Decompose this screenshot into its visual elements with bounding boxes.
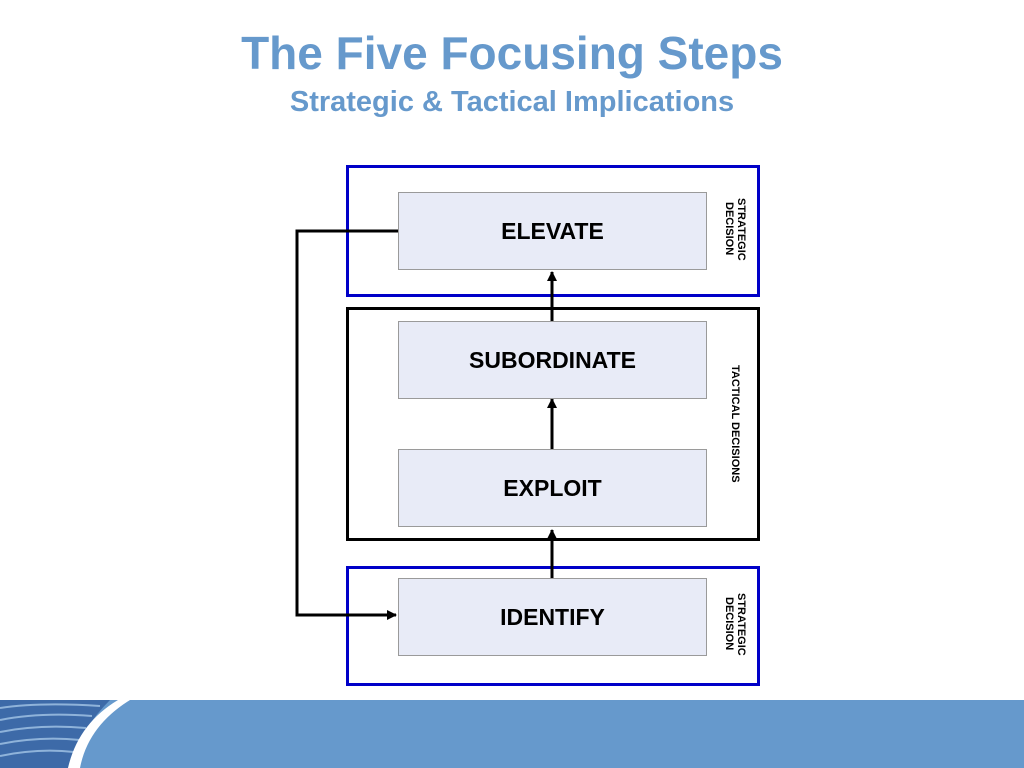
step-subordinate: SUBORDINATE: [398, 321, 707, 399]
feedback-loop-arrow: [295, 229, 398, 620]
page-title: The Five Focusing Steps: [241, 27, 783, 79]
step-elevate: ELEVATE: [398, 192, 707, 270]
footer-swoosh: [68, 700, 130, 768]
footer-texture-image: [0, 700, 110, 768]
page-subtitle: Strategic & Tactical Implications: [289, 86, 735, 118]
strategic-decision-label-top: STRATEGIC DECISION: [723, 197, 747, 261]
footer-band-fill: [0, 700, 1024, 768]
tactical-decisions-label: TACTICAL DECISIONS: [729, 365, 741, 483]
footer-band: [0, 700, 1024, 768]
step-exploit: EXPLOIT: [398, 449, 707, 527]
step-identify: IDENTIFY: [398, 578, 707, 656]
strategic-decision-label-bottom: STRATEGIC DECISION: [723, 592, 747, 656]
